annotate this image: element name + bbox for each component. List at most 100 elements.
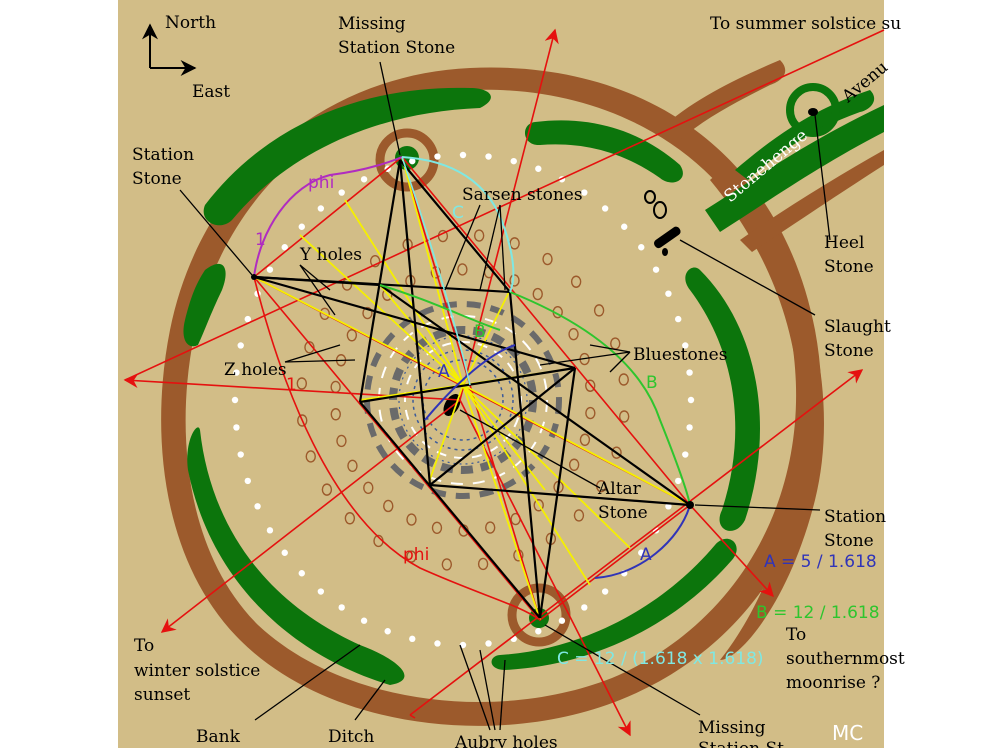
z-hole [296, 377, 308, 390]
b-curve-center [379, 284, 501, 331]
southernmost-moonrise-label-2: southernmost [786, 649, 905, 669]
aubry-hole [298, 570, 305, 577]
b-curve [509, 291, 691, 506]
aubry-hole [434, 153, 441, 160]
southernmost-moonrise-label-1: To [786, 625, 806, 645]
aubry-hole [317, 588, 325, 595]
black-star-lines [253, 159, 691, 619]
aubry-hole [601, 205, 609, 212]
heel-stone [808, 108, 818, 116]
bluestones-label: Bluestones [633, 345, 727, 365]
aubry-hole [244, 477, 251, 485]
missing-station-stone-bottom-label-1: Missing [698, 718, 766, 738]
z-hole [611, 446, 622, 459]
z-hole [542, 252, 553, 266]
formula-c: C = 12 / (1.618 x 1.618) [557, 649, 764, 669]
sarsen-stones-label: Sarsen stones [462, 185, 583, 205]
z-hole [568, 327, 579, 341]
altar-stone-label-2: Stone [598, 503, 648, 523]
aubry-hole [298, 223, 305, 230]
aubry-hole [485, 640, 492, 647]
z-hole [585, 406, 596, 420]
aubry-hole [601, 588, 609, 595]
summer-solstice-label: To summer solstice su [710, 14, 901, 34]
compass-east-label: East [192, 82, 230, 102]
station-stone-left [251, 274, 257, 280]
aubry-hole [409, 635, 416, 643]
compass-north-label: North [165, 13, 216, 33]
aubry-hole [638, 549, 645, 556]
z-hole [509, 237, 520, 250]
c-top-mark: C [452, 203, 464, 223]
aubry-hole [409, 157, 416, 165]
ditch-arc-bottom-right [491, 538, 737, 670]
b-right-mark: B [646, 373, 658, 393]
missing-station-stone-bottom-label-2: Station St [698, 739, 784, 748]
z-hole [532, 287, 543, 301]
z-hole [585, 379, 596, 392]
phi-curve-bottom [253, 276, 541, 621]
aubry-hole [682, 451, 689, 458]
aubry-hole [665, 503, 672, 510]
z-hole [363, 481, 374, 495]
z-hole [305, 450, 316, 463]
z-hole [430, 266, 441, 279]
aubry-hole [233, 369, 240, 376]
aubry-hole [652, 266, 660, 273]
aubry-hole [360, 617, 368, 624]
aubry-hole [254, 503, 261, 510]
aubry-hole [317, 205, 325, 212]
phi-top-mark: phi [308, 173, 334, 193]
z-hole [485, 521, 496, 534]
aubry-hole [233, 424, 240, 431]
aubry-hole [621, 223, 628, 230]
ditch-arc-bottom [187, 427, 405, 685]
ditch-arc-top-right [524, 120, 683, 183]
y-holes-label: Y holes [299, 245, 362, 265]
aubry-hole [384, 628, 391, 635]
aubry-hole [244, 315, 251, 323]
aubry-hole [459, 641, 467, 649]
z-hole [431, 521, 443, 535]
slaughter-stone-label-1: Slaught [824, 317, 891, 337]
bank-right-extension [710, 175, 824, 660]
aubry-hole [581, 189, 588, 196]
aubry-hole [687, 396, 695, 404]
z-hole [304, 341, 315, 354]
z-hole [319, 307, 330, 321]
z-hole [347, 459, 358, 473]
z-hole [477, 557, 489, 571]
aubry-holes-label: Aubry holes [454, 733, 558, 748]
aubry-hole [581, 604, 588, 611]
aubry-hole [281, 244, 288, 251]
a-curve-right [594, 504, 691, 579]
aubry-hole [459, 151, 467, 159]
station-stone-right [686, 501, 694, 509]
aubry-hole [266, 527, 274, 534]
z-hole [618, 410, 630, 423]
phi-curve-top [253, 156, 403, 278]
z-hole [362, 306, 373, 320]
aubry-hole [231, 396, 239, 404]
leader-lines [179, 61, 831, 731]
aubry-hole [675, 477, 682, 485]
aubry-hole [281, 549, 288, 556]
aubry-hole [558, 617, 566, 624]
compass-arrows [142, 23, 197, 76]
aubry-hole [638, 244, 645, 251]
aubry-hole [266, 266, 274, 273]
a-center-mark: A [438, 362, 450, 382]
aubry-hole [675, 315, 682, 323]
aubry-hole [535, 628, 542, 635]
aubry-hole [360, 176, 368, 183]
bank-label: Bank [196, 727, 241, 747]
z-hole [568, 458, 580, 471]
formula-a: A = 5 / 1.618 [764, 552, 877, 572]
aubry-hole [434, 640, 441, 647]
aubry-hole [510, 157, 517, 165]
z-hole [369, 254, 381, 268]
b-center-mark: B [474, 322, 486, 342]
z-hole [441, 558, 453, 571]
